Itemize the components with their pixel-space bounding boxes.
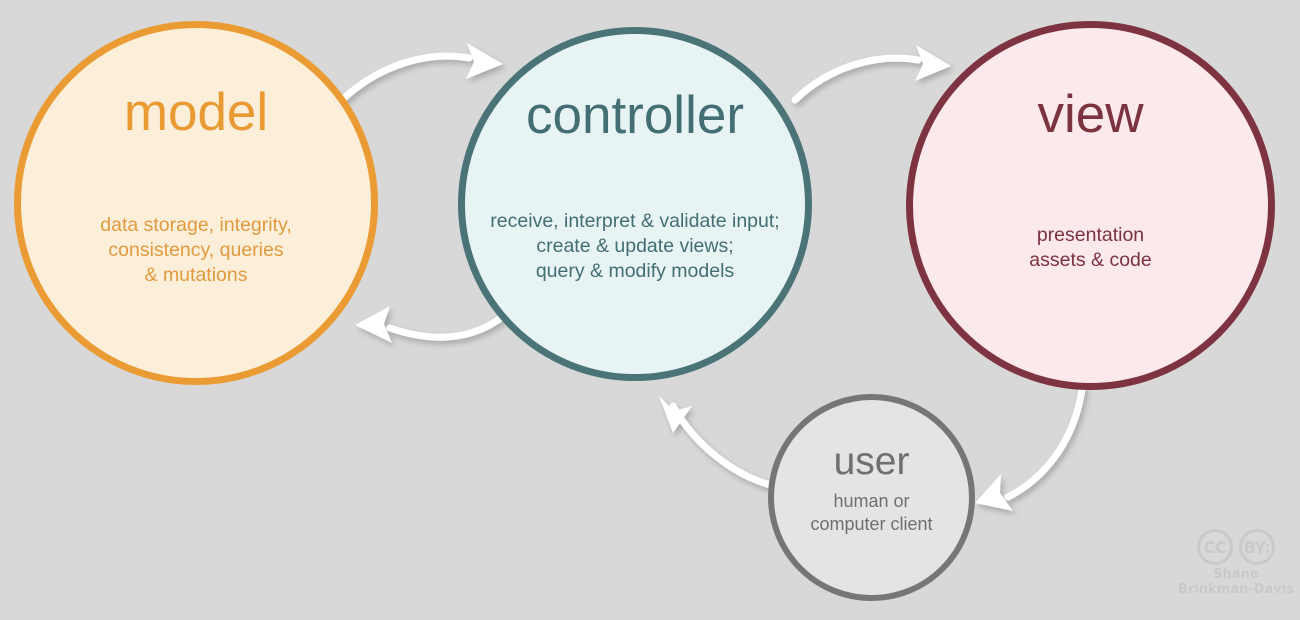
- node-view-title: view: [1037, 85, 1144, 144]
- node-user-description: human or computer client: [810, 491, 933, 535]
- arrow-view-to-user: [975, 385, 1086, 511]
- node-controller-title: controller: [526, 86, 744, 145]
- node-view[interactable]: view presentation assets & code: [906, 21, 1275, 390]
- node-model[interactable]: model data storage, integrity, consisten…: [14, 21, 378, 385]
- node-model-title: model: [123, 83, 269, 142]
- arrow-user-to-controller: [659, 396, 782, 491]
- cc-badge-marks: CC BY:: [1196, 529, 1275, 565]
- creative-commons-icon: CC: [1196, 529, 1233, 565]
- node-controller[interactable]: controller receive, interpret & validate…: [458, 27, 812, 381]
- node-view-description: presentation assets & code: [1029, 224, 1152, 271]
- arrow-controller-to-model: [355, 306, 511, 343]
- node-user[interactable]: user human or computer client: [768, 394, 975, 601]
- node-user-title: user: [833, 440, 910, 483]
- attribution-by-icon: BY:: [1238, 529, 1275, 565]
- author-attribution: Shane Brinkman-Davis: [1178, 567, 1294, 597]
- node-controller-description: receive, interpret & validate input; cre…: [490, 210, 780, 282]
- arrow-controller-to-view: [791, 45, 951, 104]
- node-model-description: data storage, integrity, consistency, qu…: [100, 214, 292, 286]
- creative-commons-badge: CC BY: Shane Brinkman-Davis: [1178, 529, 1294, 597]
- arrow-model-to-controller: [339, 43, 503, 103]
